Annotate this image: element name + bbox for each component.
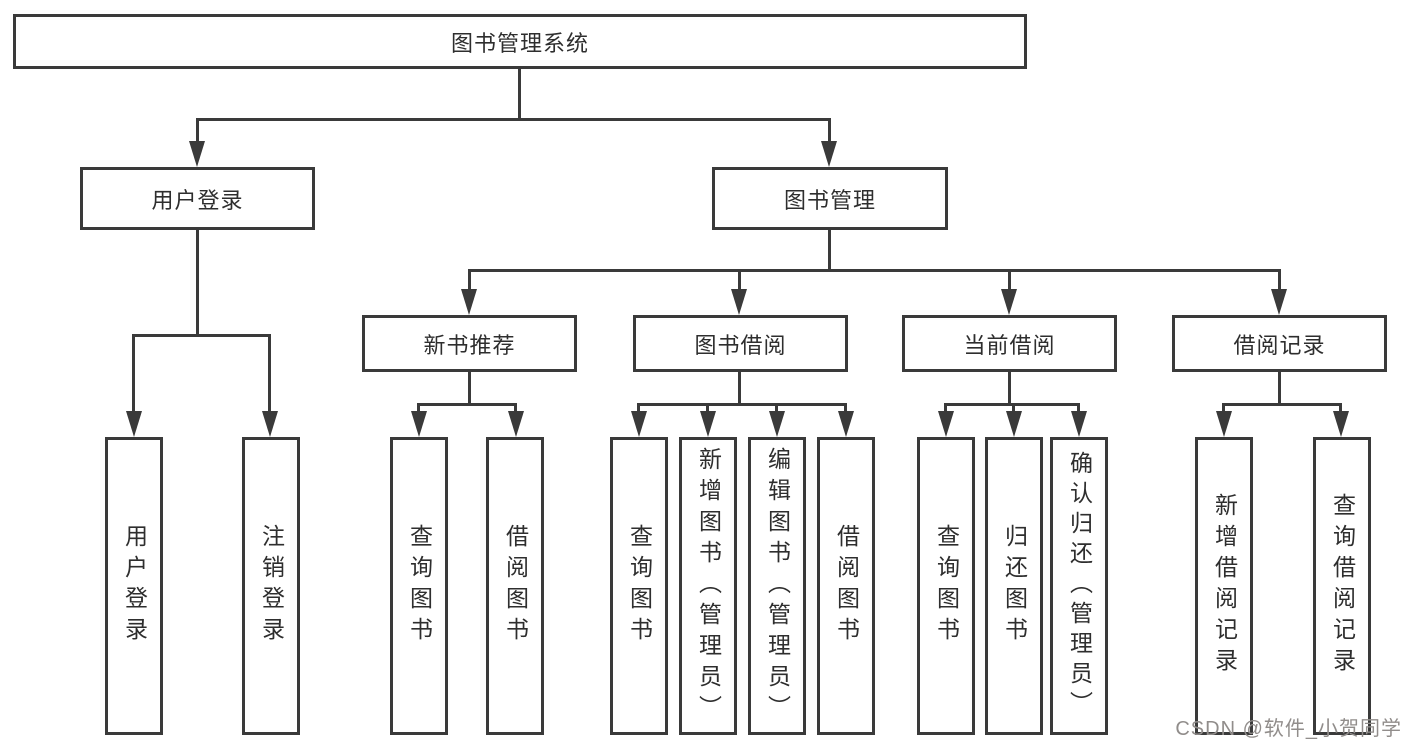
node-leaf-edit-books-admin: 编辑图书（管理员） bbox=[748, 437, 806, 735]
arrow-down-icon bbox=[508, 411, 524, 437]
node-book-mgmt: 图书管理 bbox=[712, 167, 948, 230]
arrow-down-icon bbox=[126, 411, 142, 437]
arrow-down-icon bbox=[938, 411, 954, 437]
leaf-label: 查询图书 bbox=[406, 524, 433, 648]
node-leaf-confirm-return-admin: 确认归还（管理员） bbox=[1050, 437, 1108, 735]
connector-line bbox=[1008, 269, 1011, 297]
arrow-down-icon bbox=[731, 289, 747, 315]
arrow-down-icon bbox=[1001, 289, 1017, 315]
leaf-label: 注销登录 bbox=[258, 524, 285, 648]
leaf-label: 用户登录 bbox=[121, 524, 148, 648]
node-leaf-borrow-books: 借阅图书 bbox=[817, 437, 875, 735]
connector-line bbox=[1222, 403, 1342, 406]
leaf-label: 归还图书 bbox=[1001, 524, 1028, 648]
node-leaf-logout: 注销登录 bbox=[242, 437, 300, 735]
arrow-down-icon bbox=[189, 141, 205, 167]
connector-line bbox=[196, 118, 831, 121]
leaf-label: 新增借阅记录 bbox=[1211, 493, 1238, 679]
arrow-down-icon bbox=[769, 411, 785, 437]
arrow-down-icon bbox=[838, 411, 854, 437]
connector-line bbox=[637, 403, 847, 406]
arrow-down-icon bbox=[262, 411, 278, 437]
connector-line bbox=[132, 334, 271, 337]
arrow-down-icon bbox=[1071, 411, 1087, 437]
connector-line bbox=[196, 118, 199, 148]
arrow-down-icon bbox=[1271, 289, 1287, 315]
arrow-down-icon bbox=[631, 411, 647, 437]
node-leaf-query-books: 查询图书 bbox=[917, 437, 975, 735]
connector-line bbox=[738, 372, 741, 406]
leaf-label: 查询图书 bbox=[626, 524, 653, 648]
connector-line bbox=[1278, 269, 1281, 297]
connector-line bbox=[518, 69, 521, 121]
leaf-label: 查询借阅记录 bbox=[1329, 493, 1356, 679]
connector-line bbox=[132, 334, 135, 418]
arrow-down-icon bbox=[821, 141, 837, 167]
arrow-down-icon bbox=[411, 411, 427, 437]
connector-line bbox=[738, 269, 741, 297]
node-leaf-query-books: 查询图书 bbox=[610, 437, 668, 735]
connector-line bbox=[268, 334, 271, 418]
node-borrow-records: 借阅记录 bbox=[1172, 315, 1387, 372]
node-root: 图书管理系统 bbox=[13, 14, 1027, 69]
node-leaf-add-borrow-record: 新增借阅记录 bbox=[1195, 437, 1253, 735]
leaf-label: 新增图书（管理员） bbox=[695, 446, 722, 726]
arrow-down-icon bbox=[700, 411, 716, 437]
node-book-borrow: 图书借阅 bbox=[633, 315, 848, 372]
node-leaf-query-books: 查询图书 bbox=[390, 437, 448, 735]
connector-line bbox=[468, 269, 471, 297]
leaf-label: 借阅图书 bbox=[502, 524, 529, 648]
connector-line bbox=[1008, 372, 1011, 406]
leaf-label: 查询图书 bbox=[933, 524, 960, 648]
watermark-text: CSDN @软件_小贺同学 bbox=[1175, 718, 1402, 740]
leaf-label: 编辑图书（管理员） bbox=[764, 446, 791, 726]
connector-line bbox=[196, 230, 199, 337]
leaf-label: 确认归还（管理员） bbox=[1066, 451, 1093, 721]
node-leaf-user-login: 用户登录 bbox=[105, 437, 163, 735]
node-leaf-borrow-books: 借阅图书 bbox=[486, 437, 544, 735]
arrow-down-icon bbox=[461, 289, 477, 315]
connector-line bbox=[828, 118, 831, 148]
node-leaf-return-books: 归还图书 bbox=[985, 437, 1043, 735]
arrow-down-icon bbox=[1006, 411, 1022, 437]
node-leaf-add-books-admin: 新增图书（管理员） bbox=[679, 437, 737, 735]
node-leaf-query-borrow-record: 查询借阅记录 bbox=[1313, 437, 1371, 735]
node-current-borrow: 当前借阅 bbox=[902, 315, 1117, 372]
connector-line bbox=[468, 372, 471, 406]
arrow-down-icon bbox=[1216, 411, 1232, 437]
node-new-book-rec: 新书推荐 bbox=[362, 315, 577, 372]
node-user-login: 用户登录 bbox=[80, 167, 315, 230]
arrow-down-icon bbox=[1333, 411, 1349, 437]
connector-line bbox=[828, 230, 831, 272]
connector-line bbox=[1278, 372, 1281, 406]
leaf-label: 借阅图书 bbox=[833, 524, 860, 648]
connector-line bbox=[468, 269, 1281, 272]
connector-line bbox=[417, 403, 517, 406]
